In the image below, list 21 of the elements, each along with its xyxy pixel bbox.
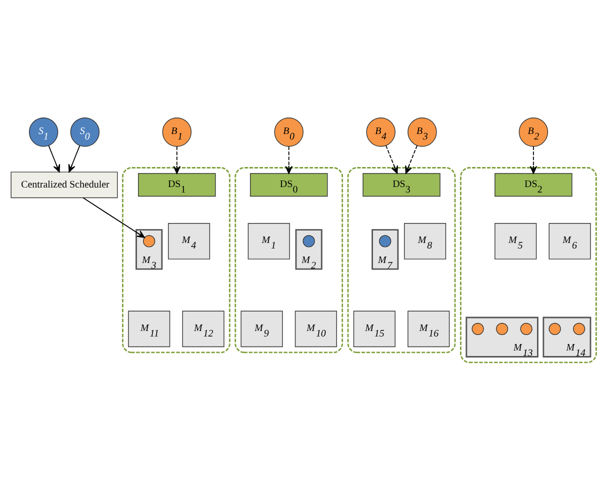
cluster — [460, 166, 597, 363]
node-circle — [496, 322, 508, 334]
cluster — [234, 166, 344, 353]
cluster — [122, 166, 230, 353]
node-circle — [472, 322, 484, 334]
arrow — [68, 144, 80, 172]
arrow — [405, 144, 418, 174]
node-circle — [573, 322, 586, 334]
node-circle — [548, 322, 561, 334]
arrow — [285, 146, 293, 174]
arrow — [386, 144, 398, 174]
cluster — [347, 166, 456, 353]
node-circle — [143, 234, 156, 247]
node-circle — [379, 234, 392, 247]
arrow — [48, 144, 60, 172]
arrow — [173, 146, 181, 174]
arrow — [530, 146, 538, 174]
node-box: Centralized Scheduler — [10, 171, 118, 198]
arrow — [82, 196, 145, 238]
node-circle — [302, 234, 315, 247]
node-circle — [520, 322, 532, 334]
